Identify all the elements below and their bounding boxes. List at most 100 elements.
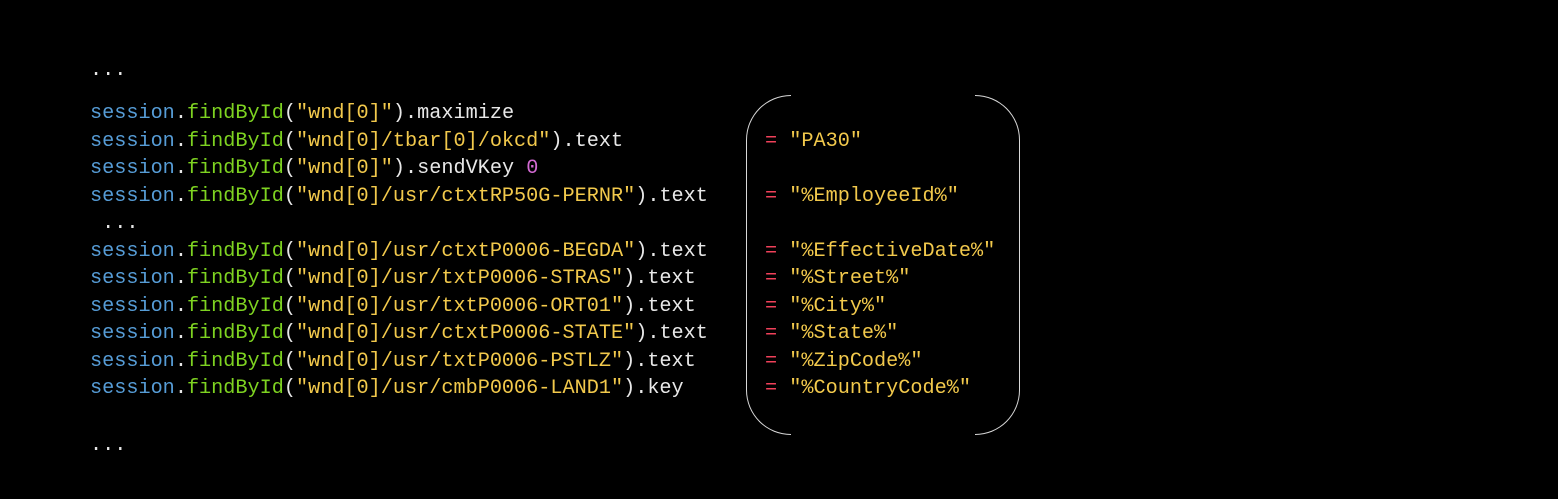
equals-sign: =	[765, 349, 778, 373]
open-paren: (	[283, 157, 296, 180]
close-paren: )	[635, 239, 648, 263]
equals-sign: =	[765, 377, 778, 400]
dot: .	[174, 184, 187, 208]
property: .maximize	[405, 102, 515, 125]
open-paren: (	[283, 184, 296, 208]
method-name: findById	[186, 157, 284, 180]
method-name: findById	[186, 102, 284, 125]
code-line-ort01: session.findById("wnd[0]/usr/txtP0006-OR…	[90, 293, 696, 320]
property: .key	[635, 377, 684, 400]
code-line-sendvkey: session.findById("wnd[0]").sendVKey 0	[90, 155, 538, 182]
dot: .	[174, 129, 187, 153]
open-paren: (	[283, 349, 296, 373]
method-name: findById	[186, 184, 284, 208]
code-line-stras: session.findById("wnd[0]/usr/txtP0006-ST…	[90, 265, 696, 292]
method-name: findById	[186, 267, 284, 290]
method-name: findById	[186, 322, 284, 345]
string-arg: "wnd[0]"	[295, 157, 393, 180]
method-name: findById	[186, 349, 284, 373]
string-arg: "wnd[0]/usr/cmbP0006-LAND1"	[295, 377, 624, 400]
code-line-okcd: session.findById("wnd[0]/tbar[0]/okcd").…	[90, 128, 623, 155]
method-name: findById	[186, 129, 284, 153]
object-name: session	[90, 102, 175, 125]
dot: .	[174, 294, 187, 318]
dot: .	[174, 349, 187, 373]
code-line-state: session.findById("wnd[0]/usr/ctxtP0006-S…	[90, 320, 708, 347]
property: .text	[635, 267, 696, 290]
assigned-value: "%City%"	[789, 294, 887, 318]
method-name: findById	[186, 239, 284, 263]
dot: .	[174, 157, 187, 180]
assigned-value: "%CountryCode%"	[789, 377, 971, 400]
close-paren: )	[392, 102, 406, 125]
assigned-value: "%EffectiveDate%"	[789, 239, 996, 263]
assigned-value: "%ZipCode%"	[789, 349, 923, 373]
assignment-land1: = "%CountryCode%"	[765, 375, 971, 402]
property: .text	[647, 322, 708, 345]
property: .text	[647, 184, 708, 208]
string-arg: "wnd[0]"	[295, 102, 393, 125]
equals-sign: =	[765, 129, 778, 153]
number-arg: 0	[526, 157, 539, 180]
close-paren: )	[392, 157, 406, 180]
open-paren: (	[283, 239, 296, 263]
close-paren: )	[635, 322, 648, 345]
dot: .	[174, 322, 187, 345]
ellipsis-middle: ...	[90, 212, 139, 235]
code-line-pernr: session.findById("wnd[0]/usr/ctxtRP50G-P…	[90, 183, 708, 210]
open-paren: (	[283, 322, 296, 345]
string-arg: "wnd[0]/usr/ctxtP0006-STATE"	[295, 322, 636, 345]
object-name: session	[90, 239, 175, 263]
ellipsis-bottom: ...	[90, 434, 127, 457]
assigned-value: "%EmployeeId%"	[789, 184, 959, 208]
object-name: session	[90, 129, 175, 153]
string-arg: "wnd[0]/usr/txtP0006-ORT01"	[295, 294, 624, 318]
open-paren: (	[283, 377, 296, 400]
string-arg: "wnd[0]/usr/ctxtP0006-BEGDA"	[295, 239, 636, 263]
dot: .	[174, 377, 187, 400]
property: .text	[647, 239, 708, 263]
right-parenthesis-bracket	[975, 95, 1020, 435]
close-paren: )	[550, 129, 563, 153]
assignment-begda: = "%EffectiveDate%"	[765, 238, 995, 265]
string-arg: "wnd[0]/usr/txtP0006-STRAS"	[295, 267, 624, 290]
code-line-begda: session.findById("wnd[0]/usr/ctxtP0006-B…	[90, 238, 708, 265]
equals-sign: =	[765, 239, 778, 263]
ellipsis-top: ...	[90, 59, 127, 82]
property: .text	[562, 129, 624, 153]
assignment-ort01: = "%City%"	[765, 293, 886, 320]
assignment-okcd: = "PA30"	[765, 128, 862, 155]
string-arg: "wnd[0]/tbar[0]/okcd"	[295, 129, 551, 153]
code-line-land1: session.findById("wnd[0]/usr/cmbP0006-LA…	[90, 375, 684, 402]
equals-sign: =	[765, 322, 778, 345]
method-name: findById	[186, 377, 284, 400]
assigned-value: "%State%"	[789, 322, 899, 345]
object-name: session	[90, 322, 175, 345]
property: .text	[635, 349, 696, 373]
dot: .	[174, 267, 187, 290]
equals-sign: =	[765, 184, 778, 208]
assignment-pstlz: = "%ZipCode%"	[765, 348, 923, 375]
assignment-pernr: = "%EmployeeId%"	[765, 183, 959, 210]
close-paren: )	[623, 294, 636, 318]
assignment-stras: = "%Street%"	[765, 265, 910, 292]
code-line-pstlz: session.findById("wnd[0]/usr/txtP0006-PS…	[90, 348, 696, 375]
equals-sign: =	[765, 294, 778, 318]
dot: .	[174, 102, 187, 125]
object-name: session	[90, 157, 175, 180]
dot: .	[174, 239, 187, 263]
close-paren: )	[623, 377, 636, 400]
method-name: findById	[186, 294, 284, 318]
assignment-state: = "%State%"	[765, 320, 898, 347]
object-name: session	[90, 184, 175, 208]
open-paren: (	[283, 294, 296, 318]
open-paren: (	[283, 129, 296, 153]
open-paren: (	[283, 267, 296, 290]
property: .sendVKey	[405, 157, 527, 180]
object-name: session	[90, 377, 175, 400]
code-line-maximize: session.findById("wnd[0]").maximize	[90, 100, 514, 127]
object-name: session	[90, 349, 175, 373]
string-arg: "wnd[0]/usr/txtP0006-PSTLZ"	[295, 349, 624, 373]
property: .text	[635, 294, 696, 318]
string-arg: "wnd[0]/usr/ctxtRP50G-PERNR"	[295, 184, 636, 208]
